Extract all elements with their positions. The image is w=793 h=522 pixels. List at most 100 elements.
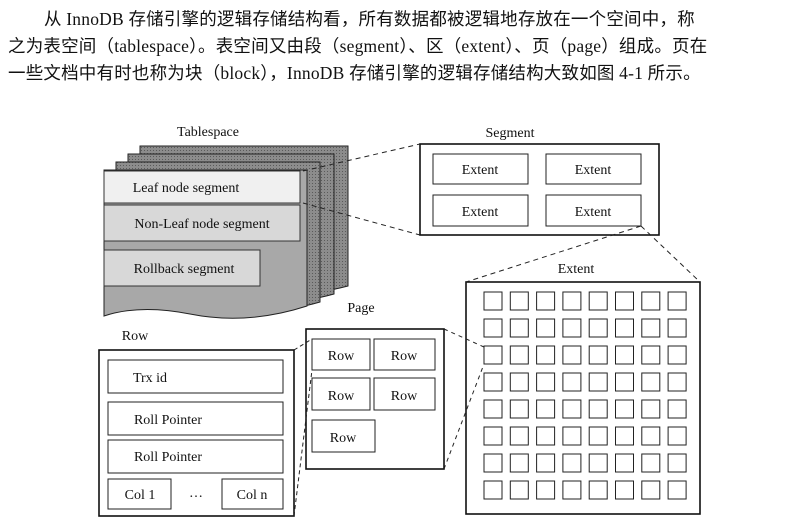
extent-page-cell: [641, 426, 661, 446]
extent-page-cell: [483, 372, 503, 392]
extent-page-cell: [509, 372, 529, 392]
extent-page-cell: [509, 399, 529, 419]
extent-label-2: Extent: [575, 163, 612, 178]
non-leaf-node-segment-box: [103, 204, 301, 242]
page-row-label-3: Row: [328, 389, 355, 404]
extent-page-cell: [562, 291, 582, 311]
row-title: Row: [122, 329, 149, 344]
tablespace-group: Tablespace Leaf node segment Non-Leaf no…: [103, 125, 349, 319]
page-title: Page: [347, 301, 374, 316]
page-row-box-4: [373, 377, 436, 411]
connector-tablespace-segment-bottom: [302, 202, 421, 236]
page-row-label-1: Row: [328, 349, 355, 364]
extent-page-cell: [483, 399, 503, 419]
extent-label-4: Extent: [575, 205, 612, 220]
extent-page-cell: [562, 372, 582, 392]
roll-pointer-box-1: [107, 401, 284, 436]
rollback-segment-box: [103, 249, 261, 287]
extent-page-cell: [562, 426, 582, 446]
extent-box: [465, 281, 701, 515]
connector-segment-extent-right: [640, 225, 701, 283]
extent-page-cell: [588, 399, 608, 419]
connector-page-extent-bottom: [443, 363, 485, 470]
connector-segment-extent-left: [465, 225, 642, 283]
extent-page-cell: [483, 345, 503, 365]
extent-page-cell: [615, 372, 634, 392]
extent-page-cell: [667, 318, 687, 338]
col-n-box: [221, 478, 284, 510]
trx-id-label: Trx id: [133, 371, 167, 386]
extent-page-cell: [667, 453, 687, 473]
extent-page-cell: [562, 453, 582, 473]
tablespace-title: Tablespace: [177, 125, 239, 140]
page-group: Page Row Row Row Row Row: [305, 301, 445, 470]
roll-pointer-box-2: [107, 439, 284, 474]
rollback-segment-label: Rollback segment: [134, 262, 235, 277]
extent-page-cell: [641, 318, 661, 338]
paragraph-line-3: 一些文档中有时也称为块（block），InnoDB 存储引擎的逻辑存储结构大致如…: [8, 63, 701, 83]
col-n-label: Col n: [237, 488, 268, 503]
page-row-label-4: Row: [391, 389, 418, 404]
segment-title: Segment: [486, 126, 535, 141]
roll-pointer-label-2: Roll Pointer: [134, 450, 202, 465]
trx-id-box: [107, 359, 284, 394]
extent-page-cell: [667, 426, 687, 446]
extent-page-cell: [509, 426, 529, 446]
extent-page-cell: [615, 426, 634, 446]
extent-page-cell: [588, 480, 608, 500]
extent-box-4: [545, 194, 642, 227]
columns-ellipsis: …: [189, 486, 203, 501]
extent-page-cell: [562, 480, 582, 500]
extent-page-cell: [536, 480, 556, 500]
non-leaf-node-segment-label: Non-Leaf node segment: [134, 217, 269, 232]
page-row-label-2: Row: [391, 349, 418, 364]
extent-page-cell: [615, 318, 634, 338]
page-row-box-1: [311, 338, 371, 371]
extent-page-cell: [562, 399, 582, 419]
extent-page-cell: [483, 426, 503, 446]
extent-page-cell: [483, 453, 503, 473]
extent-page-cell: [667, 291, 687, 311]
extent-page-cell: [667, 480, 687, 500]
connector-row-page-top: [293, 338, 313, 351]
page-row-box-3: [311, 377, 371, 411]
connector-row-page-bottom: [293, 369, 313, 517]
extent-page-cell: [562, 318, 582, 338]
col-1-box: [107, 478, 172, 510]
extent-label-1: Extent: [462, 163, 499, 178]
extent-page-grid: [483, 291, 687, 500]
extent-page-cell: [536, 318, 556, 338]
extent-page-cell: [641, 453, 661, 473]
extent-page-cell: [667, 372, 687, 392]
extent-page-cell: [509, 291, 529, 311]
paragraph-line-1: 从 InnoDB 存储引擎的逻辑存储结构看，所有数据都被逻辑地存放在一个空间中，…: [44, 9, 695, 29]
extent-page-cell: [615, 345, 634, 365]
leaf-node-segment-box: [103, 170, 301, 204]
extent-box-3: [432, 194, 529, 227]
extent-label-3: Extent: [462, 205, 499, 220]
extent-page-cell: [509, 480, 529, 500]
extent-page-cell: [509, 318, 529, 338]
extent-page-cell: [483, 318, 503, 338]
extent-page-cell: [615, 291, 634, 311]
extent-page-cell: [536, 426, 556, 446]
roll-pointer-label-1: Roll Pointer: [134, 413, 202, 428]
extent-page-cell: [641, 399, 661, 419]
connector-tablespace-segment-top: [302, 143, 421, 172]
extent-group: Extent: [465, 262, 701, 515]
intro-paragraph: 从 InnoDB 存储引擎的逻辑存储结构看，所有数据都被逻辑地存放在一个空间中，…: [8, 6, 788, 87]
extent-page-cell: [562, 345, 582, 365]
extent-page-cell: [536, 345, 556, 365]
extent-page-cell: [615, 480, 634, 500]
page-row-label-5: Row: [330, 431, 357, 446]
extent-box-2: [545, 153, 642, 185]
extent-page-cell: [641, 480, 661, 500]
extent-page-cell: [536, 372, 556, 392]
extent-page-cell: [641, 345, 661, 365]
extent-title: Extent: [558, 262, 595, 277]
paragraph-line-2: 之为表空间（tablespace）。表空间又由段（segment）、区（exte…: [8, 36, 708, 56]
extent-page-cell: [536, 291, 556, 311]
extent-page-cell: [509, 345, 529, 365]
extent-page-cell: [588, 291, 608, 311]
